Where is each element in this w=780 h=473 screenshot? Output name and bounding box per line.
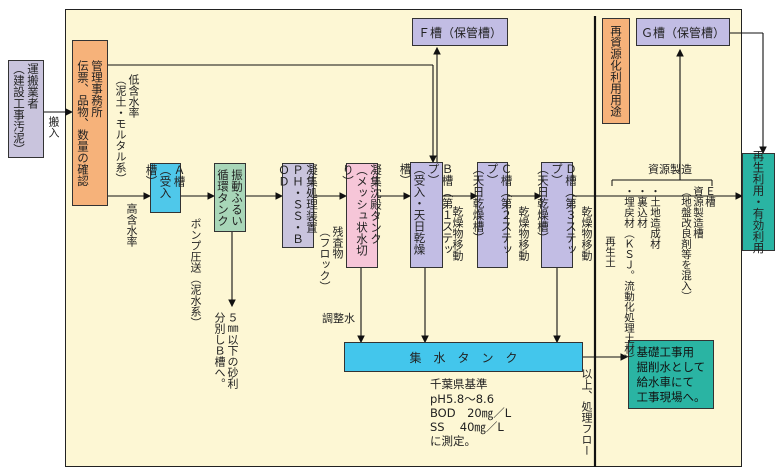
sand-label: ５㎜以下の砂利 分別しＢ槽へ。 [213, 312, 239, 389]
office-box: 管理事務所 伝票、品物、数量の確認 [72, 40, 108, 206]
tank-g-box: Ｇ槽（保管槽） [636, 18, 730, 46]
reuse-box: 再生利用・有効利用 [742, 150, 775, 254]
recycle-use-label: 再資源化利用用途 [609, 25, 623, 117]
tank-f-box: Ｆ槽（保管槽） [412, 18, 508, 46]
collect-tank-box: 集 水 タ ン ク [344, 342, 583, 372]
contractor-label: 運搬業者 （建設工事汚泥） [12, 63, 40, 155]
high-water-label: 高含水率 [125, 203, 138, 247]
water-destination-box: 基礎工事用 掘削水として 給水車にて 工事現場へ。 [628, 340, 714, 409]
coagulation-box: 凝集処理装置 ＰＨ・ＳＳ・ＢＯＤ [277, 163, 319, 248]
water-destination-label: 基礎工事用 掘削水として 給水車にて 工事現場へ。 [636, 344, 706, 404]
tank-e-label: Ｅ槽 資源製造槽 （地盤改良剤等を混入） [680, 186, 716, 302]
recycle-use-box: 再資源化利用用途 [602, 18, 630, 124]
regen-soil-label: 再生土 [604, 236, 616, 268]
dry-move-label-3: 乾燥物移動 [580, 206, 593, 261]
vibration-box: 振動ふるい 循環タンク [214, 163, 246, 232]
uses-label: ・土地造成材 ・裏込材 ・埋戻材（ＫＳＪ。流動化処理土材） [623, 186, 661, 365]
pump-label: ポンプ圧送（泥水系） [189, 218, 202, 328]
dry-move-label-1: 乾燥物移動 [451, 206, 464, 261]
settling-label: 凝集沈殿タンク （メッシュ状水切り） [341, 164, 383, 256]
tank-b-box: Ｂ槽（第１ステップ） （受入・天日乾燥槽） [399, 162, 455, 268]
standard-lines: pH5.8～8.6 BOD 20㎎／L SS 40㎎／L に測定。 [430, 392, 512, 448]
tank-a-label: Ａ槽 （受入槽） [144, 164, 187, 199]
tank-b-label: Ｂ槽（第１ステップ） （受入・天日乾燥槽） [398, 163, 455, 255]
contractor-box: 運搬業者 （建設工事汚泥） [8, 60, 44, 158]
tank-d-label: Ｄ槽（第３ステップ） （天日乾燥槽） [536, 163, 578, 255]
tank-c-box: Ｃ槽（第２ステップ） （天日乾燥槽） [472, 162, 514, 268]
low-water-label: 低含水率 （泥土・モルタル系） [114, 74, 140, 184]
office-label: 管理事務所 伝票、品物、数量の確認 [76, 59, 104, 187]
tank-g-label: Ｇ槽（保管槽） [640, 25, 725, 40]
flow-end-label: 以上、処理フロー [580, 368, 593, 456]
carry-in-label: 搬入 [47, 116, 60, 138]
settling-box: 凝集沈殿タンク （メッシュ状水切り） [341, 163, 383, 268]
adjust-water-label: 調整水 [322, 312, 355, 325]
vibration-label: 振動ふるい 循環タンク [216, 168, 244, 227]
coagulation-label: 凝集処理装置 ＰＨ・ＳＳ・ＢＯＤ [277, 164, 319, 245]
resource-make-label: 資源製造 [648, 163, 692, 176]
dry-move-label-2: 乾燥物移動 [517, 206, 530, 261]
tank-c-label: Ｃ槽（第２ステップ） （天日乾燥槽） [471, 163, 514, 255]
tank-d-box: Ｄ槽（第３ステップ） （天日乾燥槽） [536, 162, 578, 268]
residue-label: 残査物 （フロック） [318, 226, 344, 292]
tank-f-label: Ｆ槽（保管槽） [417, 25, 502, 40]
tank-a-box: Ａ槽 （受入槽） [145, 163, 187, 213]
collect-tank-label: 集 水 タ ン ク [409, 350, 518, 365]
reuse-label: 再生利用・有効利用 [751, 150, 766, 254]
standard-title: 千葉県基準 [430, 377, 488, 391]
